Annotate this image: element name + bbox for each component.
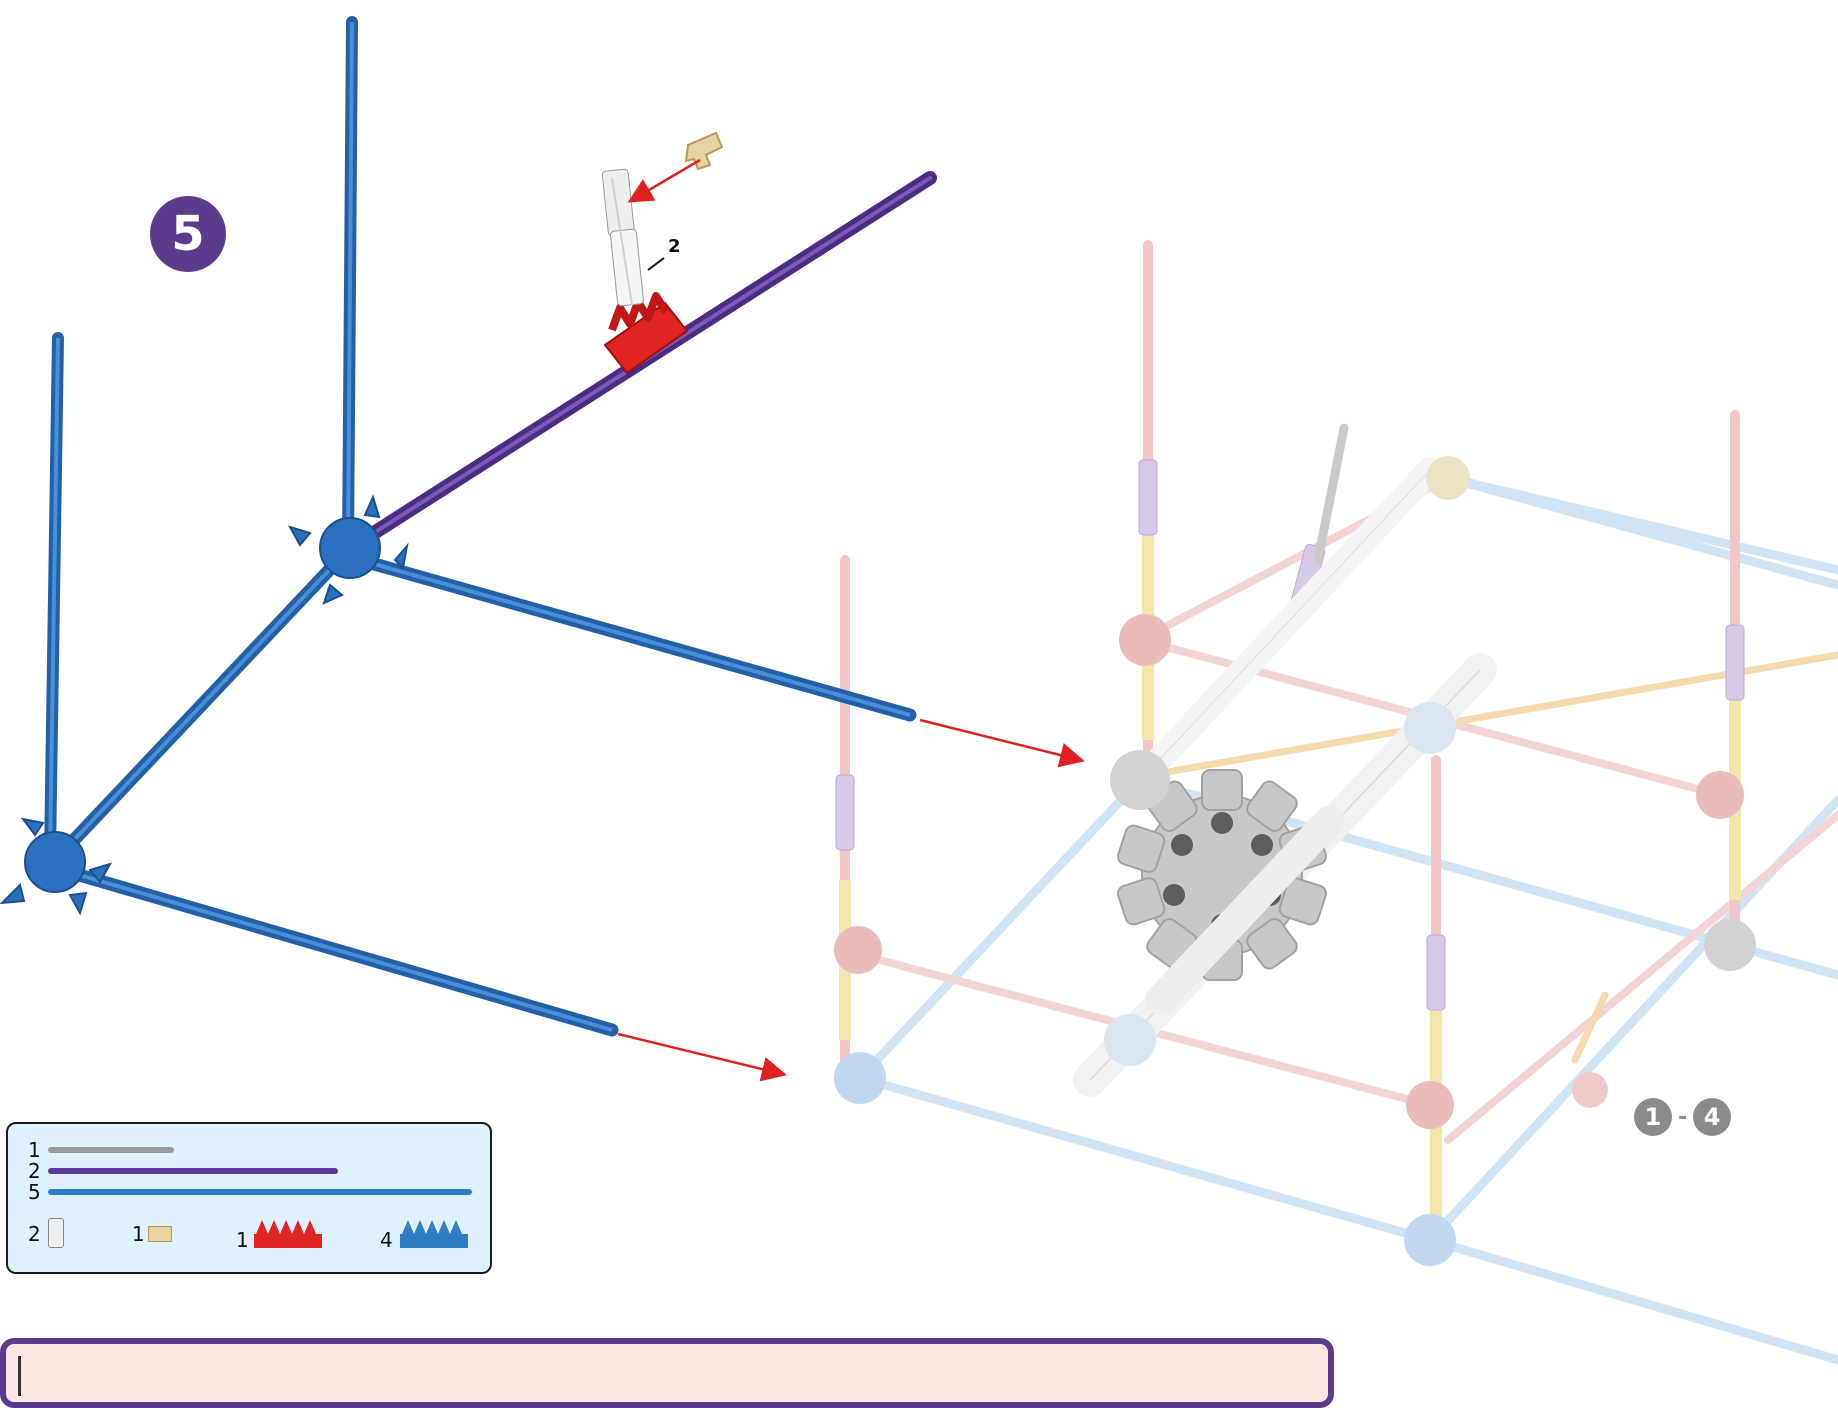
blue-connector-icon [400, 1220, 468, 1248]
new-parts [0, 16, 937, 1037]
blue-rod-icon [48, 1189, 472, 1195]
clip-qty: 1 [132, 1222, 145, 1246]
note-box [0, 1338, 1334, 1408]
step-number: 5 [171, 206, 205, 262]
callout-leader [647, 257, 665, 271]
faded-connectors [834, 456, 1756, 1266]
blue-connector-icon [0, 494, 409, 916]
existing-model [834, 240, 1838, 1365]
purple-rod-qty: 2 [28, 1159, 41, 1183]
spacer-quantity-callout: 2 [668, 236, 681, 257]
purple-rod-icon [48, 1168, 338, 1174]
note-cursor-mark [18, 1356, 21, 1396]
spacer-qty: 2 [28, 1222, 41, 1246]
gray-rod-icon [48, 1147, 174, 1153]
tan-clip-icon [684, 131, 724, 171]
blue-rod-qty: 5 [28, 1180, 41, 1204]
parts-list: 1 2 5 2 1 1 4 [6, 1122, 492, 1274]
placement-arrows [617, 158, 1085, 1082]
red-connector-qty: 1 [236, 1228, 249, 1252]
tan-clip-icon [148, 1226, 172, 1242]
blue-connector-qty: 4 [380, 1228, 393, 1252]
white-spacer-icon [48, 1218, 64, 1248]
previous-steps-indicator: 1 - 4 [1634, 1098, 1732, 1136]
white-spacer-icon [601, 168, 644, 307]
previous-step-from: 1 [1634, 1098, 1672, 1136]
previous-step-separator: - [1678, 1104, 1688, 1130]
previous-step-to: 4 [1693, 1098, 1732, 1136]
step-number-badge: 5 [150, 196, 226, 272]
red-connector-icon [254, 1220, 322, 1248]
gray-rod-qty: 1 [28, 1138, 41, 1162]
